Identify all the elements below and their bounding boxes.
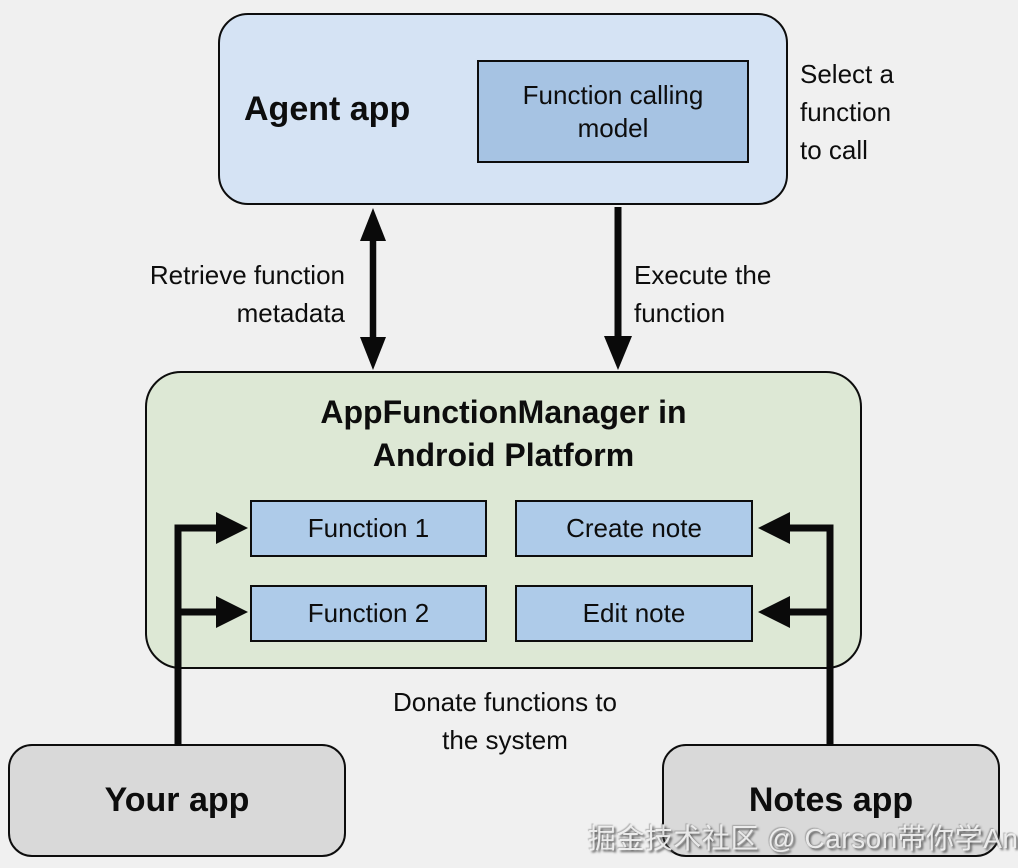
notes-app-box: Notes app: [662, 744, 1000, 857]
your-app-box: Your app: [8, 744, 346, 857]
select-function-label: Select a function to call: [800, 59, 894, 165]
agent-app-label: Agent app: [244, 89, 411, 128]
retrieve-metadata-arrow: [360, 208, 386, 370]
app-function-manager-title: AppFunctionManager in Android Platform: [320, 394, 687, 473]
donate-functions-label: Donate functions to the system: [392, 687, 618, 755]
create-note-box: Create note: [515, 500, 753, 557]
execute-function-label: Execute the function: [634, 260, 772, 328]
edit-note-box: Edit note: [515, 585, 753, 642]
function-2-box: Function 2: [250, 585, 487, 642]
retrieve-metadata-label: Retrieve function metadata: [149, 260, 345, 328]
function-1-box: Function 1: [250, 500, 487, 557]
execute-function-arrow: [604, 207, 632, 370]
watermark-text: 掘金技术社区 @ Carson带你学Android: [588, 823, 1018, 854]
function-calling-model-box: Function calling model: [477, 60, 749, 163]
